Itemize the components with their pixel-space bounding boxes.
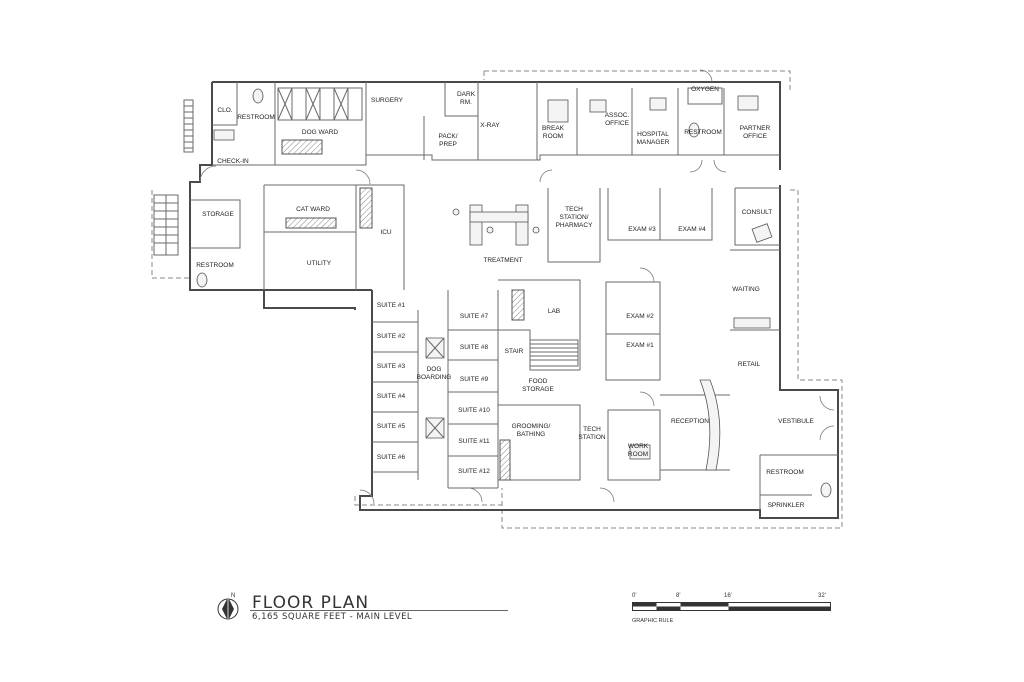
label-sprinkler: SPRINKLER: [768, 502, 805, 509]
label-grooming-1: GROOMING/: [512, 423, 551, 430]
label-consult: CONSULT: [742, 209, 773, 216]
label-hospital-manager-1: HOSPITAL: [637, 131, 669, 138]
graphic-scale: 0' 8' 16' 32' GRAPHIC RULE: [628, 593, 858, 633]
interior-walls-center: [498, 187, 838, 510]
dog-ward-kennels: [277, 87, 363, 121]
label-grooming-2: BATHING: [517, 431, 545, 438]
exterior-stair-north: [183, 99, 194, 153]
label-tech-station-1: TECH: [583, 426, 601, 433]
label-stair: STAIR: [505, 348, 524, 355]
boarding-walls: [372, 290, 499, 489]
label-partner-office-1: PARTNER: [740, 125, 771, 132]
label-tech-pharmacy-1: TECH: [565, 206, 583, 213]
built-in-cabinetry: [281, 139, 525, 481]
label-pack-prep-1: PACK/: [438, 133, 457, 140]
label-reception: RECEPTION: [671, 418, 709, 425]
label-dark-rm-2: RM.: [460, 99, 472, 106]
roof-outline: [151, 70, 843, 529]
label-tech-pharmacy-2: STATION/: [559, 214, 588, 221]
label-suite-2: SUITE #2: [377, 333, 406, 340]
label-waiting: WAITING: [732, 286, 760, 293]
label-exam-2: EXAM #2: [626, 313, 654, 320]
label-break-room-2: ROOM: [543, 133, 563, 140]
label-tech-pharmacy-3: PHARMACY: [556, 222, 594, 229]
label-suite-9: SUITE #9: [460, 376, 489, 383]
door-swings: [199, 69, 835, 505]
label-suite-6: SUITE #6: [377, 454, 406, 461]
label-icu: ICU: [380, 229, 392, 236]
label-x-ray: X-RAY: [480, 122, 500, 129]
label-dog-boarding-1: DOG: [427, 366, 442, 373]
scale-tick-8: 8': [676, 593, 681, 599]
label-suite-8: SUITE #8: [460, 344, 489, 351]
label-suite-3: SUITE #3: [377, 363, 406, 370]
north-letter: N: [231, 593, 235, 599]
label-lab: LAB: [548, 308, 560, 315]
restroom-fixtures: [196, 88, 832, 498]
label-oxygen: OXYGEN: [691, 86, 719, 93]
label-utility: UTILITY: [307, 260, 332, 267]
label-cat-ward: CAT WARD: [296, 206, 330, 213]
label-vestibule: VESTIBULE: [778, 418, 814, 425]
label-dog-ward: DOG WARD: [302, 129, 339, 136]
label-suite-1: SUITE #1: [377, 302, 406, 309]
label-break-room-1: BREAK: [542, 125, 565, 132]
label-exam-1: EXAM #1: [626, 342, 654, 349]
label-work-room-2: ROOM: [628, 451, 648, 458]
title-underline: [250, 610, 508, 611]
label-dog-boarding-2: BOARDING: [417, 374, 452, 381]
label-suite-5: SUITE #5: [377, 423, 406, 430]
label-restroom-w: RESTROOM: [196, 262, 234, 269]
label-exam-3: EXAM #3: [628, 226, 656, 233]
label-suite-12: SUITE #12: [458, 468, 490, 475]
label-suite-11: SUITE #11: [458, 438, 490, 445]
label-work-room-1: WORK: [628, 443, 649, 450]
label-surgery: SURGERY: [371, 97, 404, 104]
room-labels: CLO. RESTROOM DOG WARD CHECK-IN SURGERY …: [196, 86, 814, 509]
plan-subtitle: 6,165 SQUARE FEET - MAIN LEVEL: [252, 612, 413, 622]
scale-bar: [632, 602, 831, 611]
label-food-storage-1: FOOD: [529, 378, 548, 385]
label-assoc-office-1: ASSOC.: [605, 112, 630, 119]
label-suite-7: SUITE #7: [460, 313, 489, 320]
office-furniture: [547, 95, 773, 460]
treatment-tables: [452, 204, 540, 246]
label-retail: RETAIL: [738, 361, 761, 368]
scale-tick-0: 0': [632, 593, 637, 599]
exterior-stair-west: [153, 194, 179, 256]
label-suite-10: SUITE #10: [458, 407, 490, 414]
label-storage: STORAGE: [202, 211, 234, 218]
label-partner-office-2: OFFICE: [743, 133, 767, 140]
interior-walls-west: [190, 184, 405, 290]
label-hospital-manager-2: MANAGER: [637, 139, 670, 146]
label-pack-prep-2: PREP: [439, 141, 457, 148]
label-check-in: CHECK-IN: [217, 158, 249, 165]
interior-walls-north: [212, 82, 780, 166]
exterior-walls: [189, 81, 839, 519]
plan-title: FLOOR PLAN: [252, 593, 370, 613]
interior-stair: [529, 339, 579, 367]
label-restroom-se: RESTROOM: [766, 469, 804, 476]
scale-tick-32: 32': [818, 593, 826, 599]
label-restroom-nw: RESTROOM: [237, 114, 275, 121]
label-dark-rm-1: DARK: [457, 91, 476, 98]
label-food-storage-2: STORAGE: [522, 386, 554, 393]
scale-tick-16: 16': [724, 593, 732, 599]
label-clo: CLO.: [217, 107, 232, 114]
label-assoc-office-2: OFFICE: [605, 120, 629, 127]
north-arrow-icon: N: [217, 593, 239, 621]
scale-caption: GRAPHIC RULE: [632, 618, 674, 624]
label-restroom-n: RESTROOM: [684, 129, 722, 136]
label-treatment: TREATMENT: [483, 257, 522, 264]
label-exam-4: EXAM #4: [678, 226, 706, 233]
label-suite-4: SUITE #4: [377, 393, 406, 400]
reception-desk: [699, 379, 721, 471]
label-tech-station-2: STATION: [578, 434, 606, 441]
